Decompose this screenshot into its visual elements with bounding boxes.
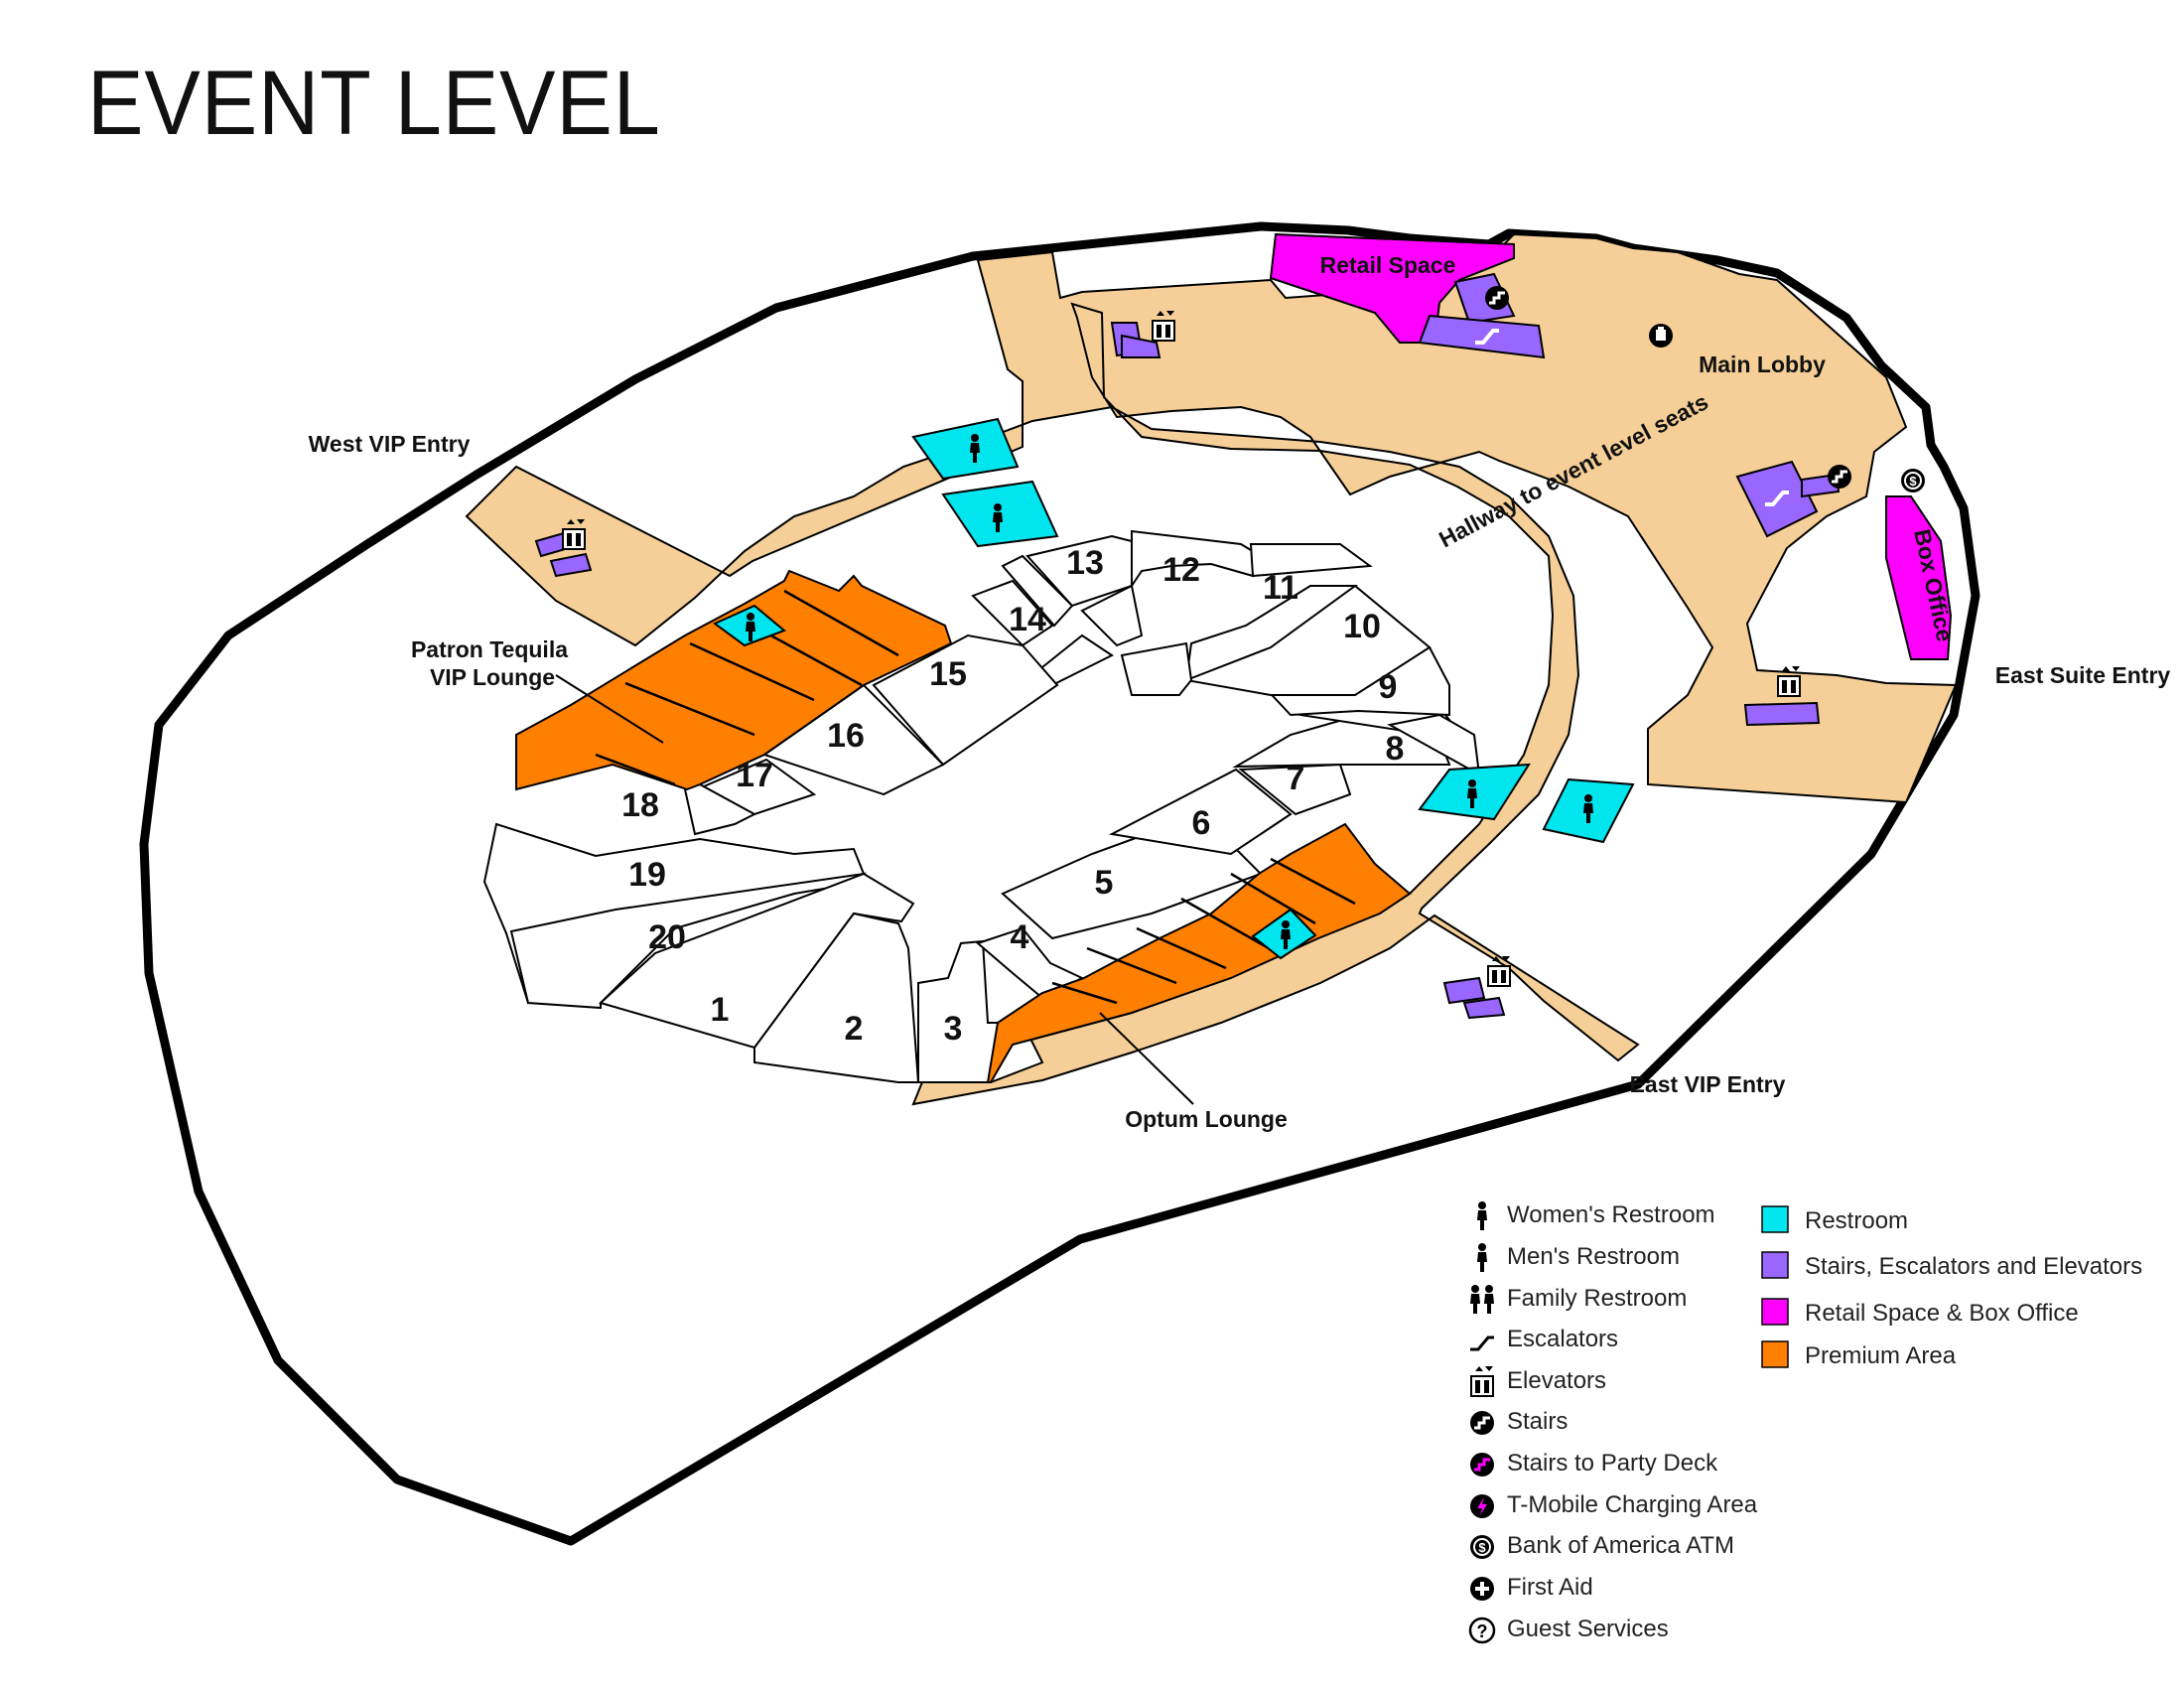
escalator-icon — [1470, 1336, 1494, 1351]
section-label: 16 — [827, 717, 865, 755]
section-label: 20 — [648, 918, 686, 956]
section-label: 17 — [736, 757, 773, 794]
family-restroom-icon — [1470, 1285, 1494, 1314]
section-label: 19 — [628, 856, 666, 894]
legend-label: Stairs to Party Deck — [1507, 1450, 1718, 1477]
section-label: 10 — [1343, 608, 1381, 645]
patron-lounge-label-line2: VIP Lounge — [430, 664, 555, 690]
legend-swatch — [1761, 1340, 1789, 1368]
retail-box-office — [1269, 232, 1953, 660]
legend-label: Retail Space & Box Office — [1805, 1300, 2079, 1327]
leader-lines — [555, 674, 1194, 1105]
section-label: 2 — [845, 1010, 864, 1048]
optum-lounge-label: Optum Lounge — [1125, 1106, 1288, 1132]
section-label: 14 — [1009, 601, 1046, 638]
legend-label: Guest Services — [1507, 1616, 1669, 1642]
atm-icon — [1900, 468, 1926, 493]
seating-sections — [482, 529, 1481, 1083]
retail-space-label: Retail Space — [1320, 252, 1456, 278]
legend-label: Escalators — [1507, 1326, 1618, 1352]
main-lobby-label: Main Lobby — [1699, 352, 1826, 377]
optum-lounge-area — [986, 822, 1412, 1083]
legend-label: First Aid — [1507, 1574, 1593, 1601]
section-label: 5 — [1095, 864, 1114, 902]
atm-icon — [1469, 1534, 1495, 1560]
guest-services-icon: ? — [1468, 1617, 1496, 1644]
first-aid-icon — [1470, 1577, 1494, 1601]
charging-icon — [1470, 1494, 1494, 1518]
legend-label: Women's Restroom — [1507, 1201, 1715, 1228]
section-label: 4 — [1011, 918, 1029, 956]
premium-areas — [515, 569, 1412, 1083]
west-vip-entry-label: West VIP Entry — [309, 431, 471, 457]
section-label: 9 — [1379, 668, 1398, 706]
legend-label: Family Restroom — [1507, 1285, 1687, 1312]
legend-label: Restroom — [1805, 1207, 1908, 1234]
stairs-icon — [1468, 1409, 1496, 1437]
section-label: 18 — [621, 786, 659, 824]
section-label: 3 — [944, 1010, 963, 1048]
section-label: 11 — [1263, 569, 1298, 607]
legend-swatch — [1761, 1251, 1789, 1279]
section-label: 12 — [1162, 551, 1200, 589]
legend-label: T-Mobile Charging Area — [1507, 1491, 1758, 1518]
legend-label: Premium Area — [1805, 1342, 1957, 1369]
legend-symbols: Women's Restroom Men's Restroom Family R… — [1468, 1201, 1758, 1644]
section-label: 6 — [1192, 804, 1211, 842]
guest-services-icon — [1649, 324, 1673, 348]
mens-restroom-icon — [1477, 1243, 1487, 1272]
section-label: 8 — [1386, 730, 1405, 768]
stairs-party-deck-icon — [1470, 1453, 1494, 1477]
stairs-icon — [1826, 463, 1853, 491]
legend-label: Stairs — [1507, 1408, 1568, 1435]
section-label: 15 — [929, 655, 967, 693]
legend-label: Stairs, Escalators and Elevators — [1805, 1253, 2142, 1280]
section-label: 1 — [711, 991, 730, 1029]
womens-restroom-icon — [1477, 1201, 1487, 1230]
legend-colors: Restroom Stairs, Escalators and Elevator… — [1761, 1205, 2142, 1369]
section-labels: 1 2 3 4 5 6 7 8 9 10 11 12 13 14 15 16 1… — [621, 544, 1404, 1048]
svg-text:?: ? — [1477, 1621, 1488, 1641]
legend: Women's Restroom Men's Restroom Family R… — [1468, 1201, 2142, 1644]
stairs-icon — [1483, 284, 1511, 312]
legend-label: Bank of America ATM — [1507, 1532, 1734, 1559]
legend-label: Men's Restroom — [1507, 1243, 1680, 1270]
section-label: 7 — [1287, 760, 1305, 797]
elevator-icon — [1470, 1365, 1494, 1397]
premium-dividers — [595, 589, 1356, 1005]
hallways — [465, 232, 1958, 1106]
legend-swatch — [1761, 1298, 1789, 1326]
patron-lounge-label-line1: Patron Tequila — [411, 636, 568, 662]
page-title: EVENT LEVEL — [87, 53, 661, 154]
east-vip-entry-label: East VIP Entry — [1630, 1071, 1786, 1097]
section-label: 13 — [1066, 544, 1104, 582]
legend-swatch — [1761, 1205, 1789, 1233]
box-office-area — [1885, 495, 1953, 660]
legend-label: Elevators — [1507, 1367, 1606, 1394]
east-suite-entry-label: East Suite Entry — [1995, 662, 2171, 688]
